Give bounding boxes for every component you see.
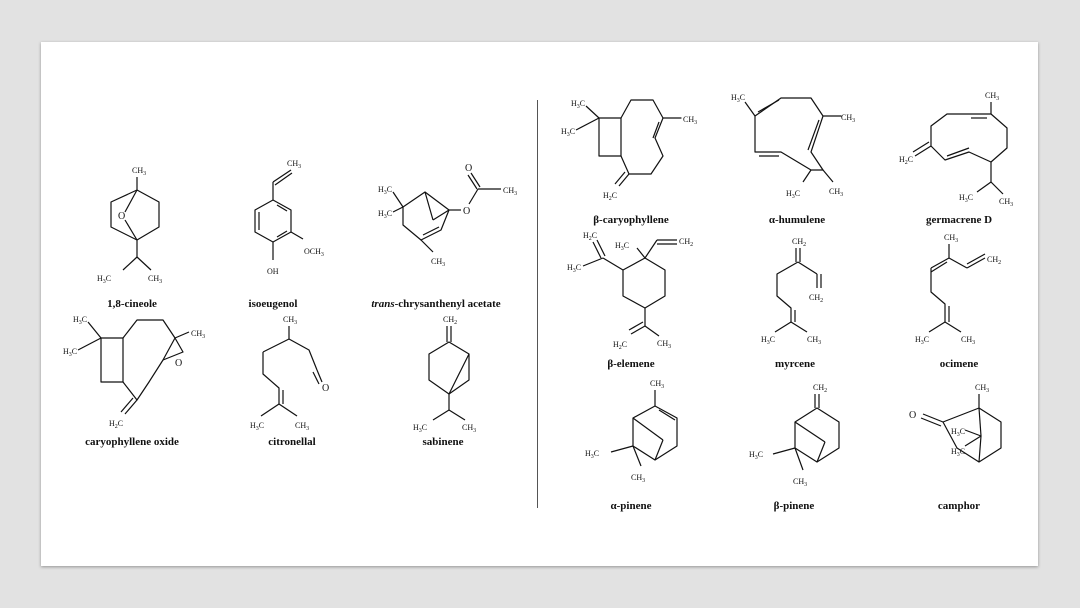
svg-text:OCH3: OCH3 bbox=[304, 247, 324, 258]
svg-text:H2C: H2C bbox=[603, 191, 617, 202]
svg-text:H3C: H3C bbox=[571, 99, 585, 110]
svg-text:O: O bbox=[175, 358, 182, 369]
structure-cineole: CH3 O H3C CH3 bbox=[97, 166, 162, 285]
svg-text:CH3: CH3 bbox=[793, 477, 807, 488]
svg-text:H3C: H3C bbox=[749, 450, 763, 461]
svg-text:H3C: H3C bbox=[585, 449, 599, 460]
svg-text:O: O bbox=[322, 383, 329, 394]
label-chrysanthenyl-acetate: trans-chrysanthenyl acetate bbox=[336, 298, 536, 310]
svg-text:CH3: CH3 bbox=[944, 233, 958, 244]
svg-text:H3C: H3C bbox=[959, 193, 973, 204]
svg-text:H2C: H2C bbox=[613, 340, 627, 351]
svg-text:CH2: CH2 bbox=[813, 383, 827, 394]
svg-text:CH3: CH3 bbox=[807, 335, 821, 346]
svg-text:CH3: CH3 bbox=[650, 379, 664, 390]
svg-text:H3C: H3C bbox=[378, 185, 392, 196]
svg-text:CH3: CH3 bbox=[283, 315, 297, 326]
label-ocimene: ocimene bbox=[939, 358, 979, 370]
svg-text:O: O bbox=[118, 211, 125, 222]
svg-text:CH2: CH2 bbox=[987, 255, 1001, 266]
svg-text:CH3: CH3 bbox=[431, 257, 445, 268]
svg-text:H3C: H3C bbox=[786, 189, 800, 200]
svg-text:H2C: H2C bbox=[899, 155, 913, 166]
svg-text:H3C: H3C bbox=[561, 127, 575, 138]
svg-text:H3C: H3C bbox=[761, 335, 775, 346]
structure-germacrene: CH3 H2C H3C CH3 bbox=[899, 91, 1013, 208]
structure-camphor: CH3 O H3C H3C bbox=[909, 383, 1002, 463]
label-camphor: camphor bbox=[937, 500, 981, 512]
svg-text:H3C: H3C bbox=[615, 241, 629, 252]
svg-text:H3C: H3C bbox=[73, 315, 87, 326]
svg-text:CH2: CH2 bbox=[679, 237, 693, 248]
structure-chrysanthenyl-acetate: O CH3 O CH3 H3C H3C bbox=[378, 163, 517, 268]
structure-caryophyllene-oxide: H3C H3C O CH3 H2C bbox=[63, 315, 205, 430]
structure-b-caryophyllene: H3C H3C CH3 H2C bbox=[561, 99, 697, 202]
label-citronellal: citronellal bbox=[268, 436, 316, 448]
label-b-caryophyllene: β-caryophyllene bbox=[593, 214, 669, 226]
structure-a-humulene: H3C CH3 H3C CH3 bbox=[731, 93, 855, 200]
svg-text:H3C: H3C bbox=[413, 423, 427, 434]
structure-isoeugenol: CH3 OCH3 OH bbox=[254, 159, 324, 276]
svg-text:CH3: CH3 bbox=[999, 197, 1013, 208]
svg-text:O: O bbox=[463, 206, 470, 217]
svg-text:CH3: CH3 bbox=[841, 113, 855, 124]
svg-text:CH3: CH3 bbox=[132, 166, 146, 177]
label-caryophyllene-oxide: caryophyllene oxide bbox=[85, 436, 179, 448]
label-isoeugenol: isoeugenol bbox=[248, 298, 298, 310]
svg-text:CH3: CH3 bbox=[148, 274, 162, 285]
label-myrcene: myrcene bbox=[774, 358, 816, 370]
svg-text:CH2: CH2 bbox=[443, 315, 457, 326]
svg-text:CH2: CH2 bbox=[809, 293, 823, 304]
structure-a-pinene: CH3 H3C CH3 bbox=[585, 379, 678, 484]
svg-text:H2C: H2C bbox=[109, 419, 123, 430]
label-sabinene: sabinene bbox=[422, 436, 464, 448]
svg-text:CH3: CH3 bbox=[985, 91, 999, 102]
svg-text:H3C: H3C bbox=[731, 93, 745, 104]
svg-text:CH3: CH3 bbox=[631, 473, 645, 484]
svg-text:H3C: H3C bbox=[915, 335, 929, 346]
label-b-pinene: β-pinene bbox=[773, 500, 815, 512]
svg-text:CH3: CH3 bbox=[975, 383, 989, 394]
svg-text:H3C: H3C bbox=[951, 427, 965, 438]
structure-citronellal: CH3 O H3C CH3 bbox=[250, 315, 329, 432]
svg-text:H2C: H2C bbox=[583, 231, 597, 242]
svg-text:O: O bbox=[909, 410, 916, 421]
svg-text:CH3: CH3 bbox=[462, 423, 476, 434]
section-divider bbox=[537, 100, 538, 508]
svg-text:H3C: H3C bbox=[63, 347, 77, 358]
svg-text:H3C: H3C bbox=[378, 209, 392, 220]
label-germacrene: germacrene D bbox=[925, 214, 993, 226]
svg-text:CH3: CH3 bbox=[961, 335, 975, 346]
label-a-humulene: α-humulene bbox=[768, 214, 826, 226]
svg-text:O: O bbox=[465, 163, 472, 174]
svg-text:CH3: CH3 bbox=[657, 339, 671, 350]
svg-text:CH3: CH3 bbox=[295, 421, 309, 432]
svg-text:OH: OH bbox=[267, 267, 279, 276]
label-b-elemene: β-elemene bbox=[607, 358, 655, 370]
svg-text:CH3: CH3 bbox=[683, 115, 697, 126]
structure-b-elemene: H2C H3C H3C CH2 H2C CH3 bbox=[567, 231, 693, 351]
label-chrysanthenyl-prefix: trans bbox=[371, 298, 395, 310]
svg-text:H3C: H3C bbox=[97, 274, 111, 285]
svg-text:H3C: H3C bbox=[250, 421, 264, 432]
svg-text:H3C: H3C bbox=[567, 263, 581, 274]
svg-text:CH2: CH2 bbox=[792, 237, 806, 248]
structures-canvas: CH3 O H3C CH3 CH3 OCH3 OH bbox=[63, 91, 1013, 488]
svg-text:CH3: CH3 bbox=[503, 186, 517, 197]
svg-text:CH3: CH3 bbox=[191, 329, 205, 340]
label-chrysanthenyl-rest: -chrysanthenyl acetate bbox=[394, 298, 501, 310]
structure-b-pinene: CH2 H3C CH3 bbox=[749, 383, 840, 488]
svg-text:CH3: CH3 bbox=[829, 187, 843, 198]
label-cineole: 1,8-cineole bbox=[107, 298, 157, 310]
structure-myrcene: CH2 CH2 H3C CH3 bbox=[761, 237, 823, 346]
structure-sabinene: CH2 H3C CH3 bbox=[413, 315, 476, 434]
slide: CH3 O H3C CH3 CH3 OCH3 OH bbox=[41, 42, 1038, 566]
svg-text:H3C: H3C bbox=[951, 447, 965, 458]
structure-ocimene: CH3 CH2 H3C CH3 bbox=[915, 233, 1001, 346]
svg-text:CH3: CH3 bbox=[287, 159, 301, 170]
label-a-pinene: α-pinene bbox=[610, 500, 652, 512]
